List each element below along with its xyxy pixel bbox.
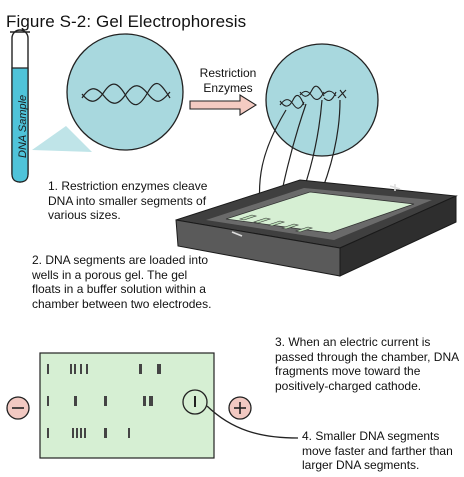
step-1-caption: 1. Restriction enzymes cleave DNA into s…	[48, 179, 208, 222]
step-3-caption: 3. When an electric current is passed th…	[275, 335, 459, 393]
positive-electrode	[228, 396, 252, 420]
figure-title: Figure S-2: Gel Electrophoresis	[6, 12, 247, 31]
step-2-caption: 2. DNA segments are loaded into wells in…	[32, 253, 212, 311]
negative-electrode	[6, 396, 30, 420]
tube-label: DNA Sample	[17, 94, 29, 158]
restriction-label-line1: Restriction	[199, 66, 257, 80]
electrophoresis-chamber	[175, 179, 458, 277]
test-tube	[10, 29, 30, 183]
restriction-label-line2: Enzymes	[203, 80, 253, 95]
gel-bands	[47, 364, 161, 438]
dna-fragments	[279, 85, 347, 109]
restriction-enzymes-label: Restriction Enzymes	[190, 66, 266, 95]
step-4-caption: 4. Smaller DNA segments move faster and …	[302, 429, 453, 472]
gel-wells	[238, 214, 314, 233]
pointer-line	[206, 405, 299, 439]
restriction-arrow	[189, 94, 258, 116]
magnify-beam	[32, 126, 92, 152]
dna-strand	[81, 82, 171, 106]
dna-magnify-circle	[66, 33, 184, 151]
